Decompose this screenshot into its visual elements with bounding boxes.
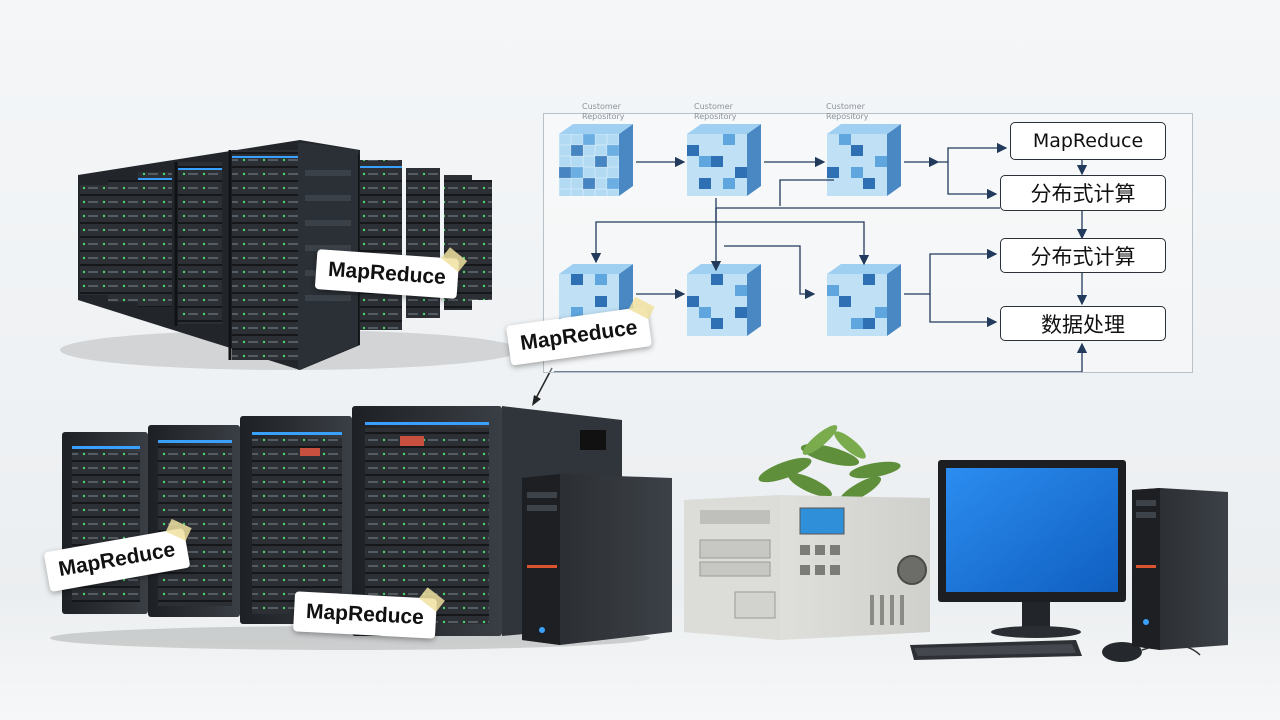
beige-server-unit <box>684 495 930 640</box>
column-label-2: Customer Repository <box>694 102 737 121</box>
right-tower-pc <box>1132 488 1228 650</box>
black-tower-pc <box>522 474 672 645</box>
mapreduce-sticker-bottom-center: MapReduce <box>293 587 445 639</box>
data-cubes <box>559 124 901 336</box>
keyboard <box>910 640 1082 660</box>
plant <box>758 425 901 504</box>
pointer-arrow <box>533 367 553 403</box>
mapreduce-diagram: Customer Repository Customer Repository … <box>543 102 1193 373</box>
diagram-connectors <box>554 124 1088 372</box>
distributed-computing-box-1: 分布式计算 <box>1000 175 1166 211</box>
top-server-racks <box>60 140 520 370</box>
desktop-monitor <box>938 460 1126 638</box>
column-label-3: Customer Repository <box>826 102 869 121</box>
column-label-1: Customer Repository <box>582 102 625 121</box>
data-processing-box: 数据处理 <box>1000 306 1166 341</box>
distributed-computing-box-2: 分布式计算 <box>1000 238 1166 273</box>
mapreduce-box: MapReduce <box>1010 122 1166 160</box>
